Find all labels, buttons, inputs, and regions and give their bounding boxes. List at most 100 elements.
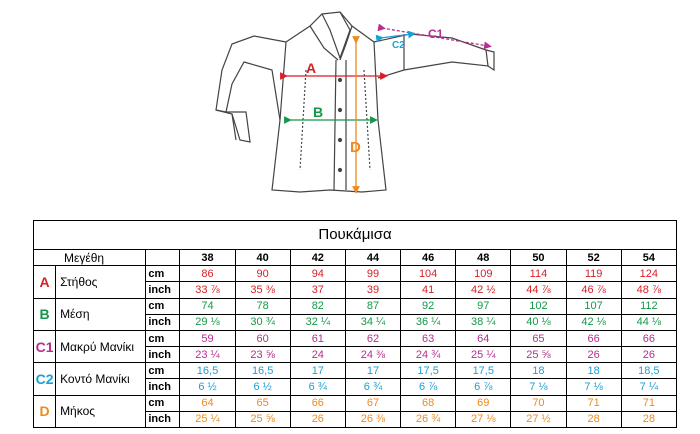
value-b-inch: 40 ⅛ [510,313,567,331]
unit-inch: inch [145,410,181,429]
value-c2-cm: 18,5 [620,362,678,380]
size-header-44: 44 [344,249,402,267]
value-c2-cm: 17,5 [400,362,457,380]
measure-name-d: Μήκος [55,394,147,429]
value-a-inch: 37 [289,281,346,299]
value-b-inch: 32 ¼ [289,313,346,331]
value-a-cm: 86 [179,265,236,283]
shirt-measurement-diagram: A B D C1 C2 [215,11,495,194]
value-a-inch: 41 [400,281,457,299]
value-b-inch: 36 ¼ [400,313,457,331]
unit-cm: cm [145,362,181,380]
value-a-cm: 90 [234,265,291,283]
value-c2-inch: 6 ½ [234,378,291,396]
value-d-inch: 26 ¾ [400,410,457,429]
value-c1-inch: 25 ⅝ [510,346,567,364]
value-b-cm: 107 [565,297,622,315]
value-d-inch: 28 [565,410,622,429]
size-header-54: 54 [620,249,678,267]
value-c2-cm: 16,5 [234,362,291,380]
value-d-inch: 25 ⅝ [234,410,291,429]
measure-letter-d: D [32,394,57,429]
measure-name-c1: Μακρύ Μανίκι [55,329,147,364]
value-d-cm: 64 [179,394,236,412]
value-c2-inch: 6 ¾ [344,378,402,396]
label-c2: C2 [392,40,405,51]
value-c1-cm: 61 [289,329,346,348]
value-c2-inch: 6 ⅞ [455,378,512,396]
value-b-cm: 87 [344,297,402,315]
value-c1-cm: 66 [565,329,622,348]
value-c2-cm: 17,5 [455,362,512,380]
value-d-cm: 71 [565,394,622,412]
value-c1-cm: 64 [455,329,512,348]
value-c1-inch: 24 ⅜ [344,346,402,364]
table-title-row: Πουκάμισα [33,219,677,251]
value-c1-inch: 23 ¼ [179,346,236,364]
value-d-inch: 26 [289,410,346,429]
table-title: Πουκάμισα [33,219,677,251]
value-b-inch: 44 ⅛ [620,313,678,331]
value-a-cm: 94 [289,265,346,283]
value-d-cm: 65 [234,394,291,412]
value-a-cm: 119 [565,265,622,283]
value-c2-inch: 7 ⅛ [565,378,622,396]
value-b-inch: 38 ¼ [455,313,512,331]
value-c1-inch: 26 [565,346,622,364]
measure-name-b: Μέση [55,297,147,331]
unit-cm: cm [145,329,181,348]
value-d-inch: 28 [620,410,678,429]
value-c1-inch: 25 ¼ [455,346,512,364]
value-d-inch: 27 ½ [510,410,567,429]
value-a-inch: 44 ⅞ [510,281,567,299]
value-c2-inch: 7 ⅛ [510,378,567,396]
value-b-cm: 78 [234,297,291,315]
value-a-inch: 33 ⅞ [179,281,236,299]
unit-cm: cm [145,297,181,315]
value-c1-cm: 63 [400,329,457,348]
value-a-inch: 42 ½ [455,281,512,299]
value-c1-cm: 62 [344,329,402,348]
value-d-cm: 67 [344,394,402,412]
value-c1-cm: 66 [620,329,678,348]
size-header-40: 40 [234,249,291,267]
label-c1: C1 [428,27,444,41]
value-c2-inch: 6 ½ [179,378,236,396]
value-a-cm: 114 [510,265,567,283]
measure-letter-b: B [32,297,57,331]
value-d-cm: 69 [455,394,512,412]
value-b-inch: 42 ⅛ [565,313,622,331]
value-b-cm: 112 [620,297,678,315]
unit-inch: inch [145,378,181,396]
size-header-46: 46 [400,249,457,267]
value-a-inch: 48 ⅞ [620,281,678,299]
measure-letter-c1: C1 [32,329,57,364]
value-a-cm: 99 [344,265,402,283]
value-c1-inch: 24 [289,346,346,364]
value-d-cm: 71 [620,394,678,412]
label-d: D [350,139,361,156]
unit-inch: inch [145,281,181,299]
size-header-52: 52 [565,249,622,267]
value-c2-cm: 17 [289,362,346,380]
unit-inch: inch [145,313,181,331]
unit-inch: inch [145,346,181,364]
value-b-cm: 92 [400,297,457,315]
value-c2-inch: 6 ¾ [289,378,346,396]
measure-letter-c2: C2 [32,362,57,396]
value-d-inch: 27 ⅛ [455,410,512,429]
value-c1-cm: 60 [234,329,291,348]
sizes-label: Μεγέθη [32,249,147,267]
value-b-cm: 102 [510,297,567,315]
value-d-cm: 66 [289,394,346,412]
value-d-inch: 25 ¼ [179,410,236,429]
value-c2-cm: 16,5 [179,362,236,380]
value-c1-inch: 24 ¾ [400,346,457,364]
